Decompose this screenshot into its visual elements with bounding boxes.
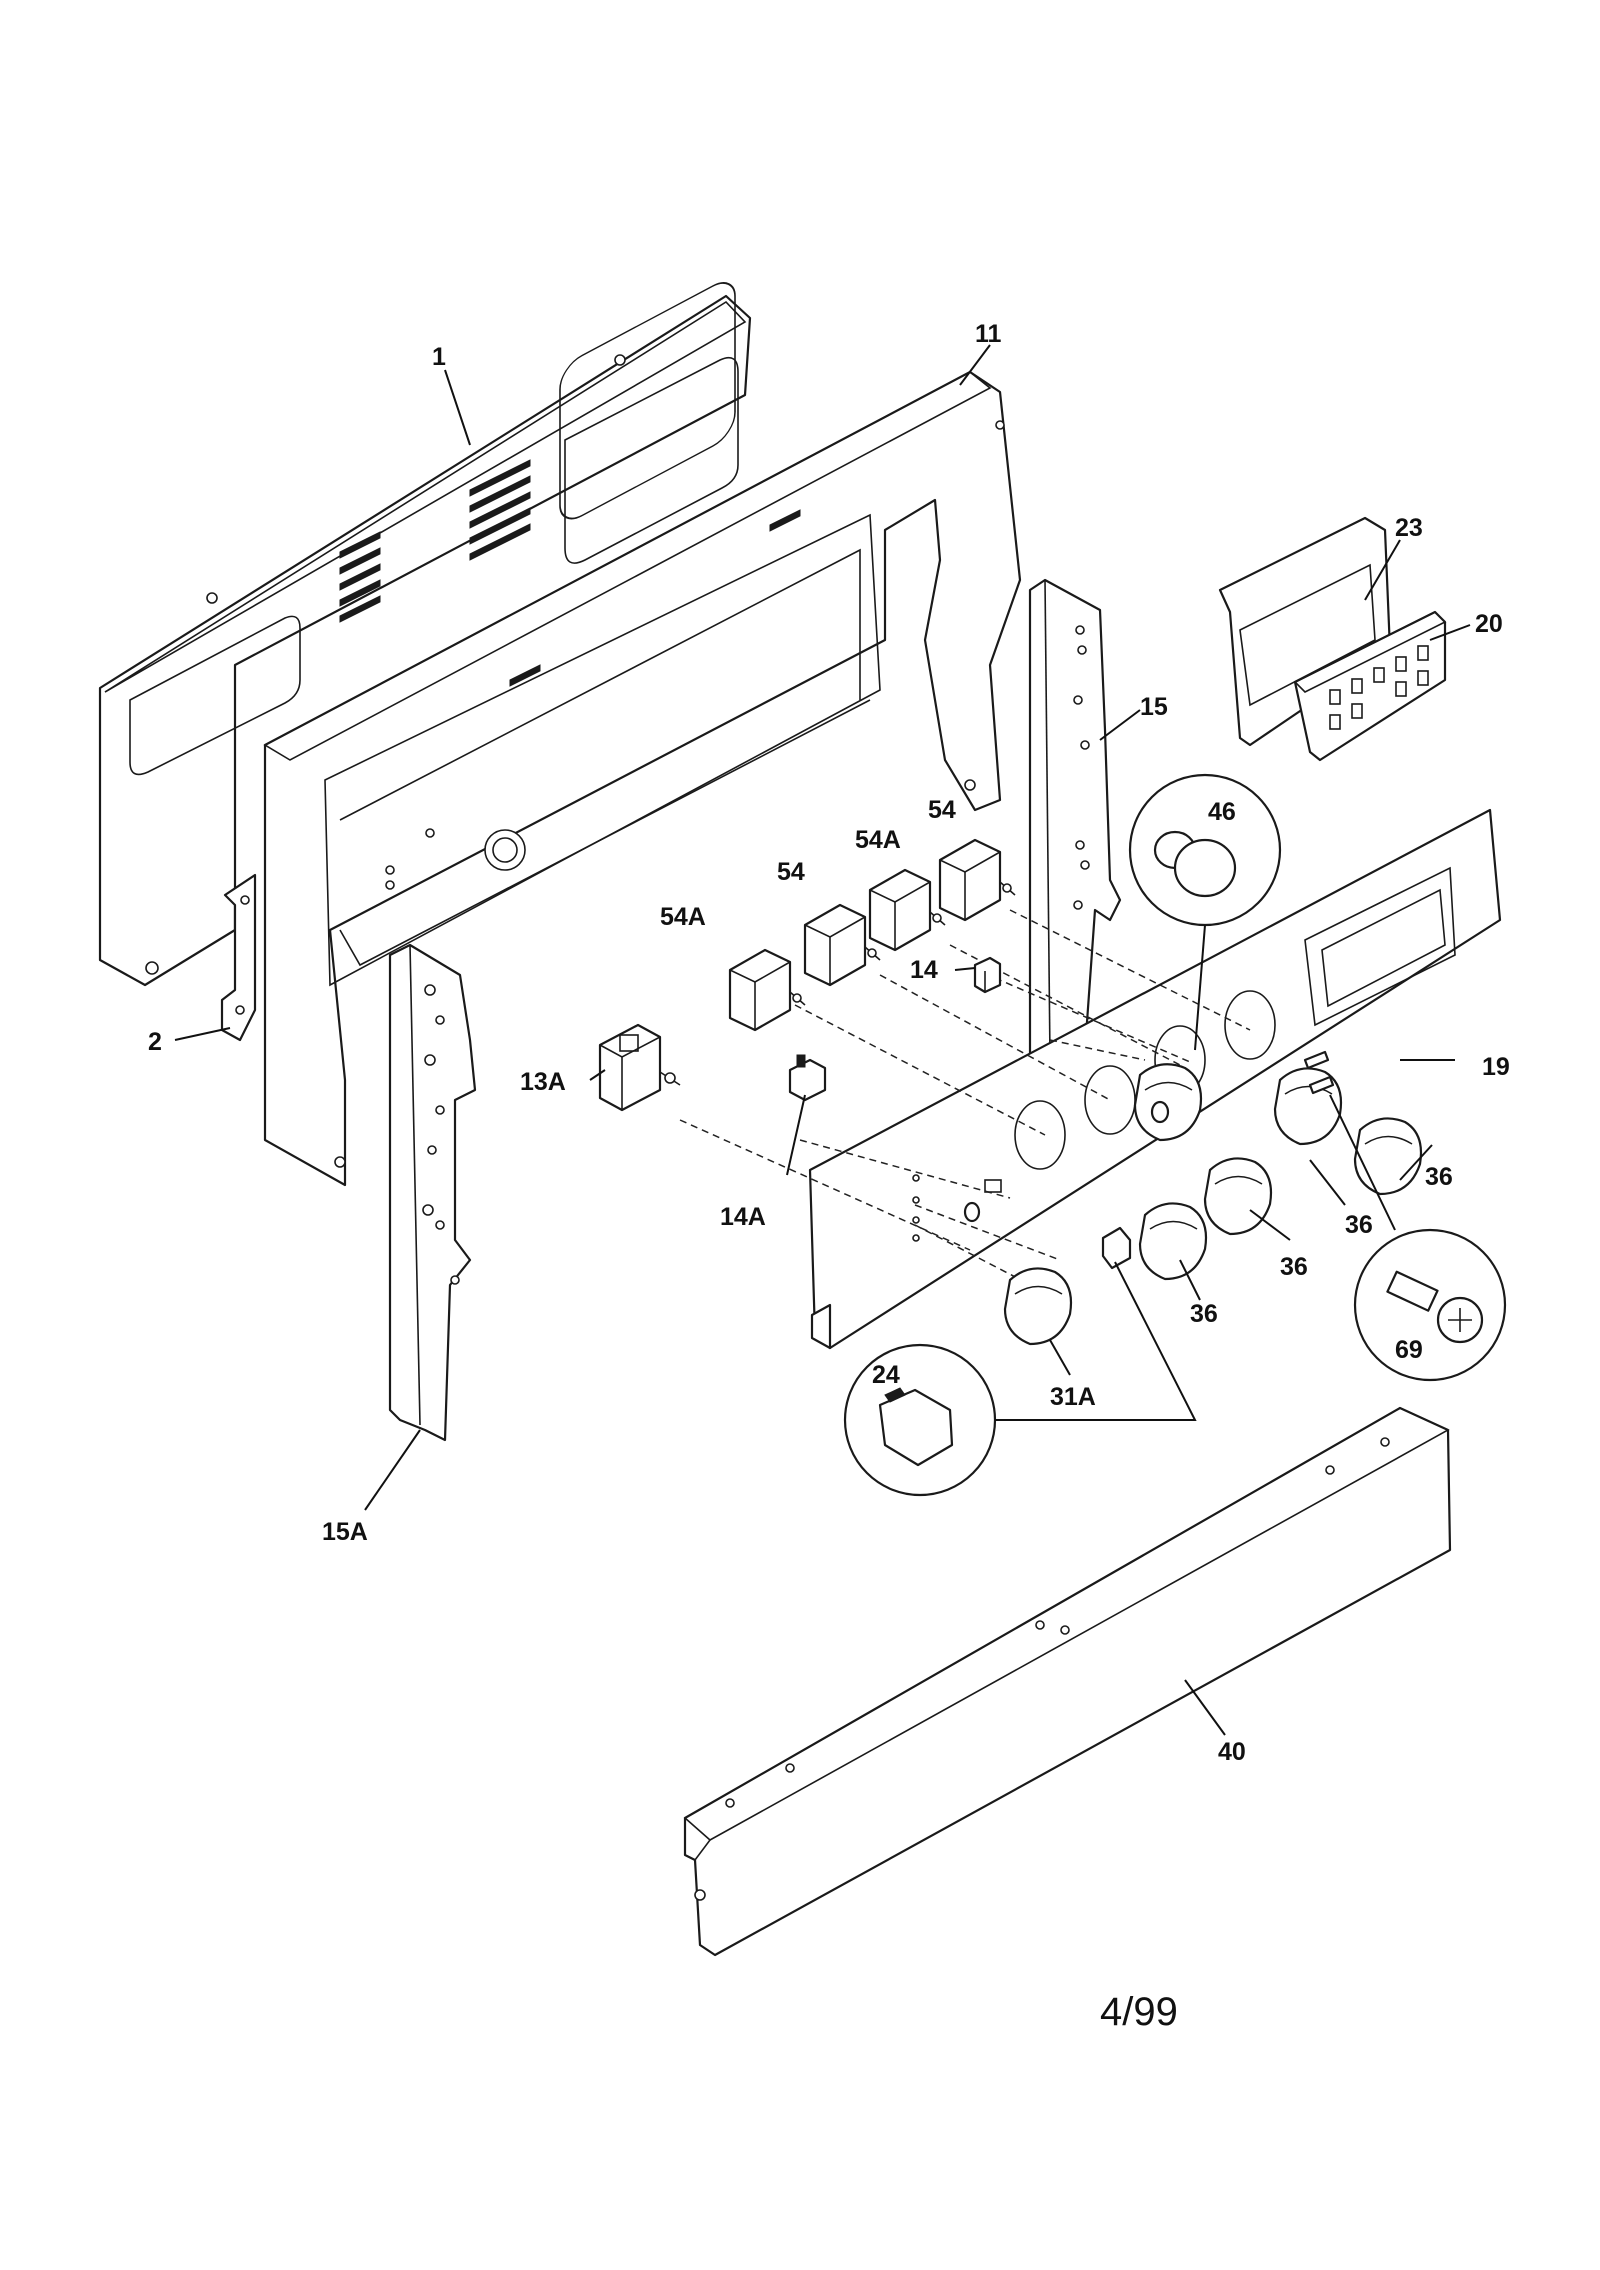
leader-lines [174,344,1471,1736]
label-part-11: 11 [975,320,1002,348]
knob-part-36-c [1203,1157,1273,1236]
switch-part-14 [973,956,1002,994]
label-part-46: 46 [1208,798,1236,826]
knob-part-36-d [1138,1202,1208,1281]
label-part-69: 69 [1395,1336,1423,1364]
switch-part-54-left [803,903,881,987]
label-part-40: 40 [1218,1738,1246,1766]
label-part-1: 1 [432,343,446,371]
end-bracket-part-15 [1028,578,1122,1060]
label-part-13A: 13A [520,1068,566,1096]
label-part-2: 2 [148,1028,162,1056]
detail-circle-69 [1329,1094,1507,1382]
label-part-36-b: 36 [1345,1211,1373,1239]
trim-strip-part-40 [683,1406,1452,1957]
control-housing-part-11 [263,370,1022,1187]
knob-part-36-a [1133,1063,1203,1142]
label-part-31A: 31A [1050,1383,1096,1411]
switch-part-54A-right [868,868,946,952]
callout-labels: 1 11 23 20 15 46 54 54A 54 54A 14 2 13A … [148,320,1510,1766]
label-part-24: 24 [872,1361,900,1389]
label-part-54-left: 54 [777,858,805,886]
label-part-54-right: 54 [928,796,956,824]
switch-part-13A [598,1023,681,1112]
label-part-36-c: 36 [1280,1253,1308,1281]
label-part-54A-left: 54A [660,903,706,931]
back-panel-part-1 [98,282,752,987]
date-stamp: 4/99 [1100,1990,1178,2034]
label-part-14: 14 [910,956,938,984]
label-part-19: 19 [1482,1053,1510,1081]
screw-parts [963,1050,1335,1270]
electronic-control-part-20 [1293,610,1447,762]
knob-part-31A [1003,1267,1073,1346]
label-part-15: 15 [1140,693,1168,721]
label-part-15A: 15A [322,1518,368,1546]
label-part-23: 23 [1395,514,1423,542]
label-part-20: 20 [1475,610,1503,638]
label-part-54A-right: 54A [855,826,901,854]
label-part-14A: 14A [720,1203,766,1231]
label-part-36-e: 36 [1425,1163,1453,1191]
end-bracket-part-15A [388,943,477,1442]
knob-part-36-e [1353,1117,1423,1196]
switch-part-54A-left [728,948,806,1032]
detail-circle-46 [1128,773,1282,1051]
detail-circle-24 [843,1261,1197,1497]
vent-slots [339,459,531,623]
switch-part-14A [788,1054,827,1102]
label-part-36-d: 36 [1190,1300,1218,1328]
switch-part-54-right [938,838,1016,922]
